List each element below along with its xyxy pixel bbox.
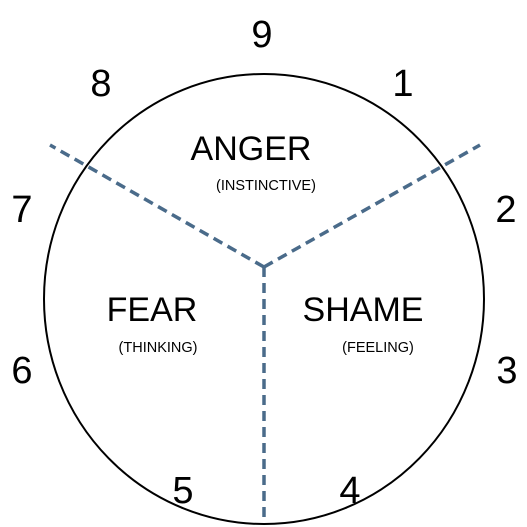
outer-circle — [43, 73, 485, 525]
number-5: 5 — [172, 470, 193, 512]
number-1: 1 — [392, 63, 413, 105]
anger-sublabel: (INSTINCTIVE) — [216, 178, 316, 194]
number-6: 6 — [11, 350, 32, 392]
fear-label: FEAR — [107, 291, 198, 329]
number-4: 4 — [339, 470, 360, 512]
number-7: 7 — [11, 189, 32, 231]
fear-sublabel: (THINKING) — [119, 340, 198, 356]
number-9: 9 — [251, 14, 272, 56]
anger-label: ANGER — [191, 130, 312, 168]
number-3: 3 — [496, 350, 517, 392]
shame-sublabel: (FEELING) — [342, 340, 414, 356]
divider-line-right — [263, 143, 481, 269]
number-8: 8 — [90, 63, 111, 105]
shame-label: SHAME — [303, 291, 424, 329]
divider-line-left — [49, 143, 265, 269]
number-2: 2 — [495, 189, 516, 231]
